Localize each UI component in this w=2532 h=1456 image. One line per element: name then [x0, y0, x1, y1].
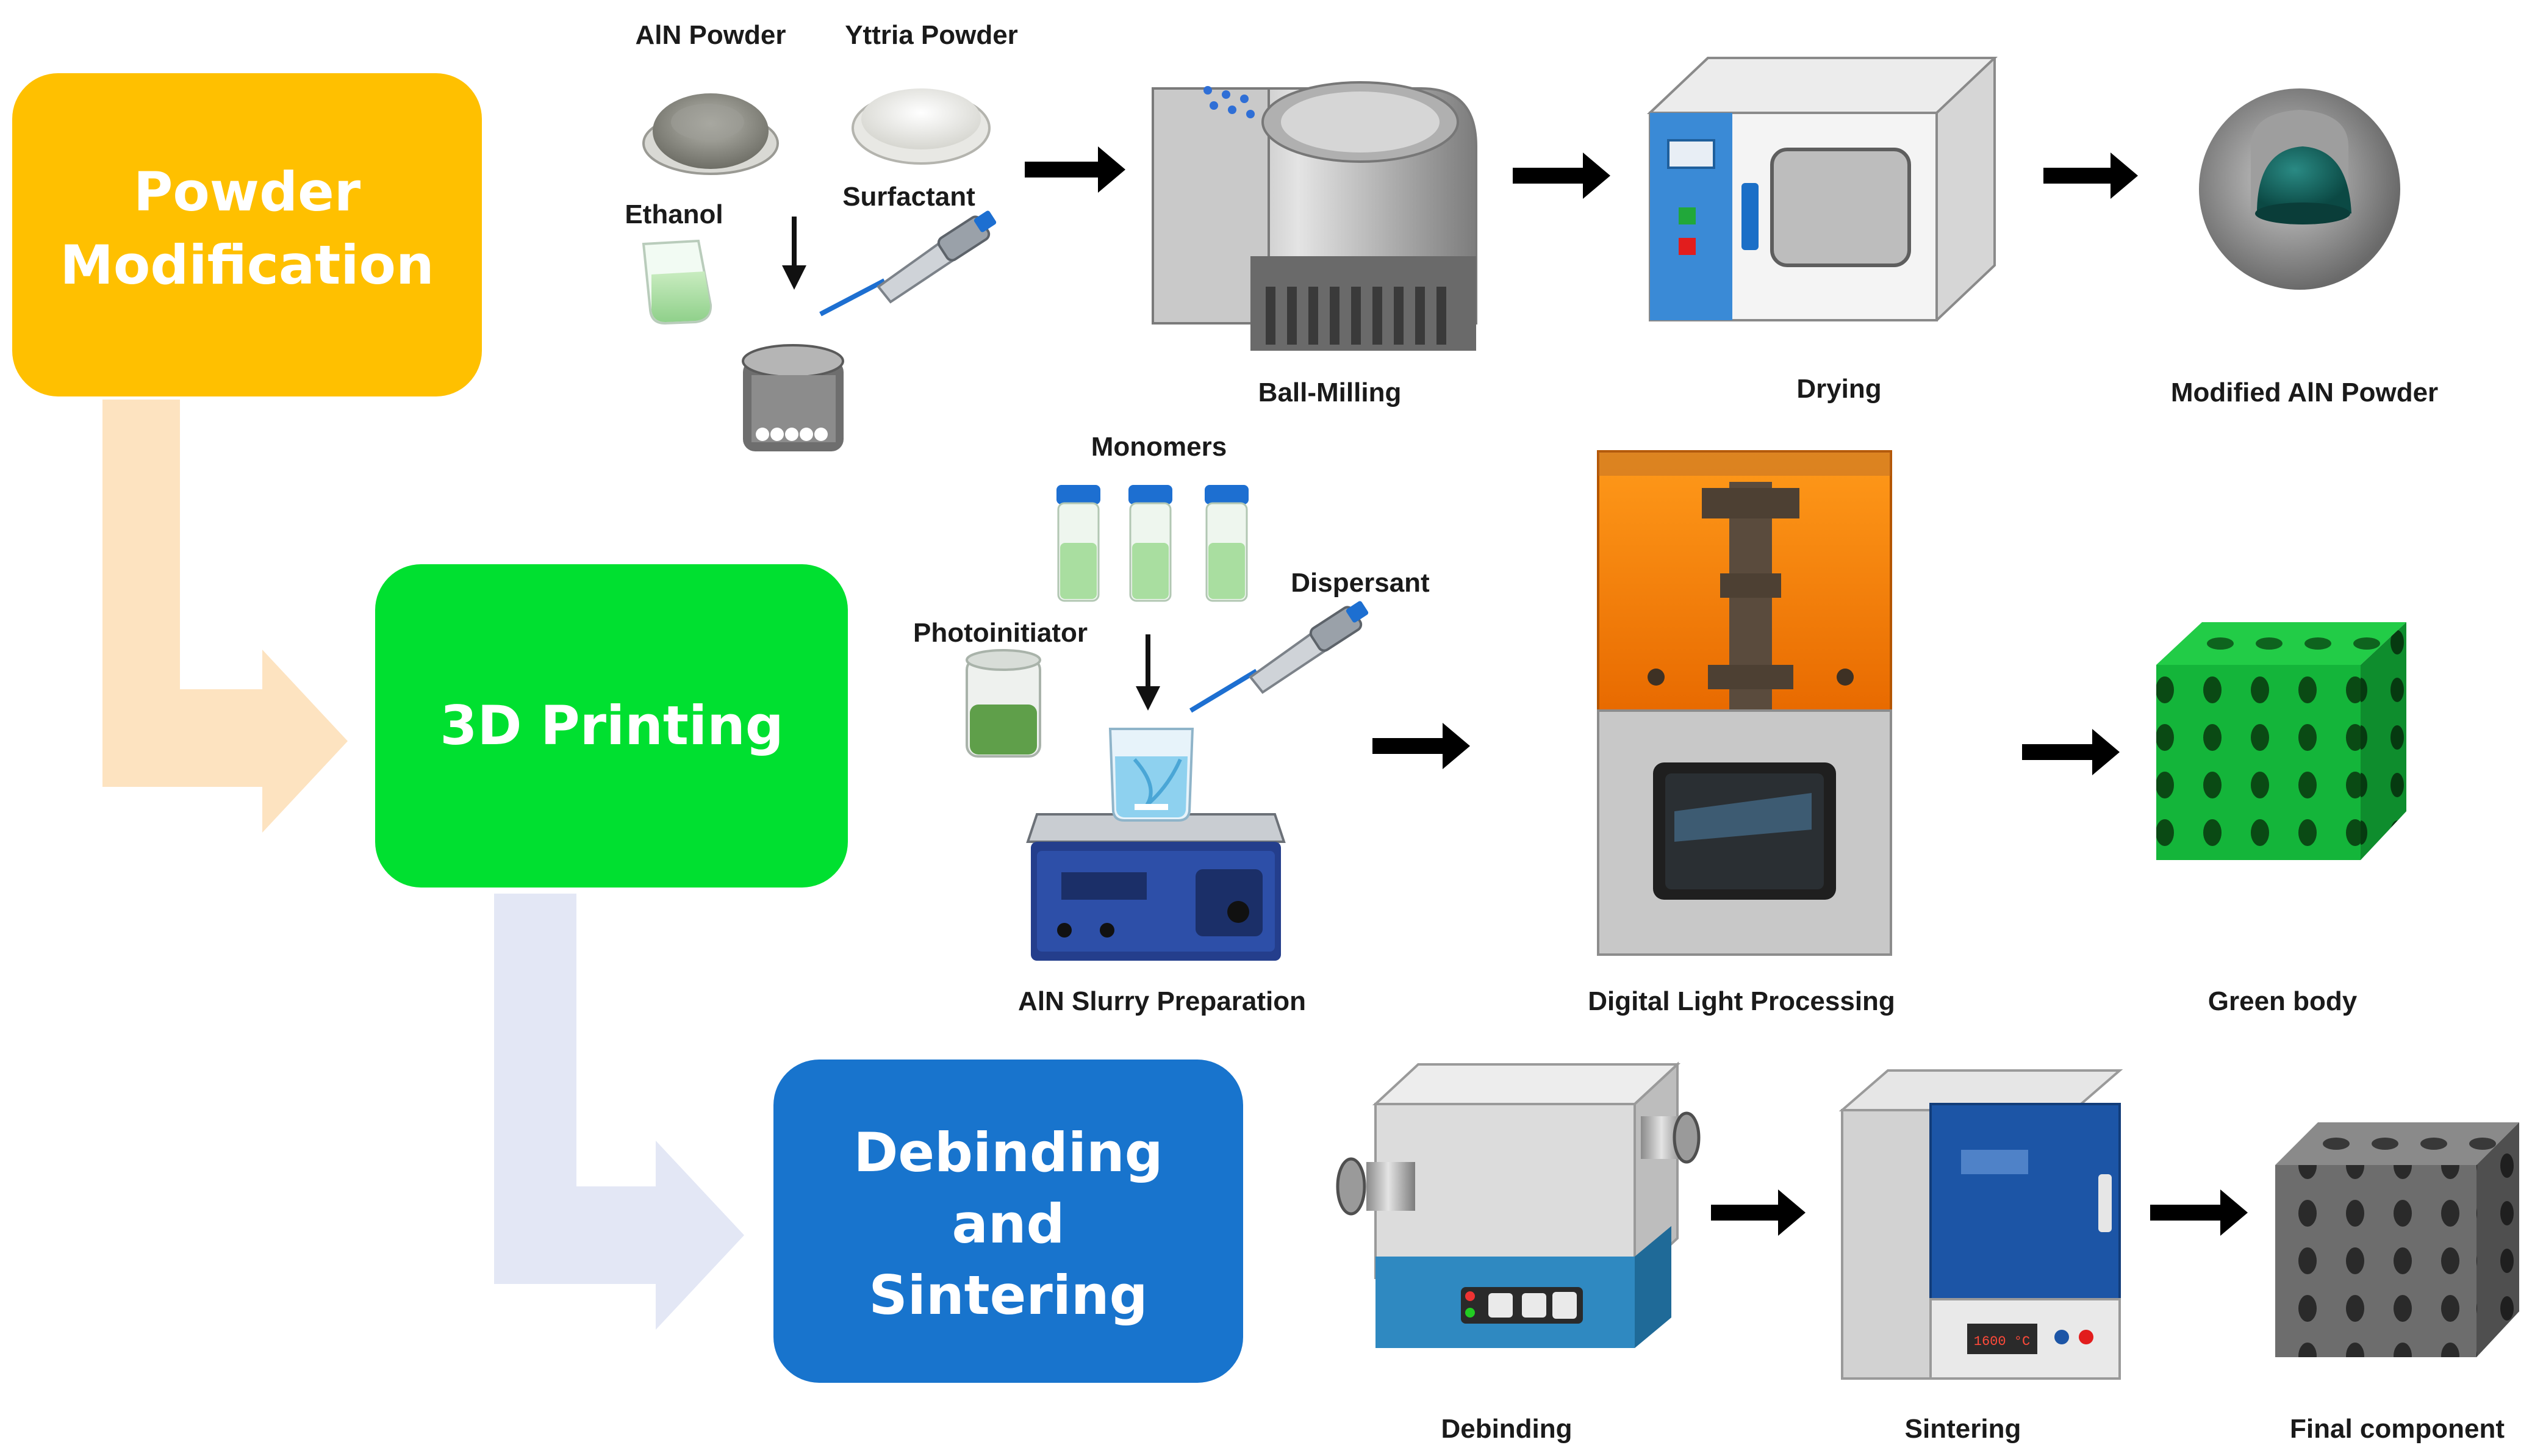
- surfactant-pipette-icon: [819, 210, 997, 317]
- stage-3d-printing: 3D Printing: [375, 564, 848, 888]
- stage-powder-modification: Powder Modification: [12, 73, 482, 396]
- final-component-lattice-icon: [2275, 1122, 2519, 1357]
- label-debinding: Debinding: [1441, 1414, 1572, 1444]
- connector-upper-arrow: [102, 400, 348, 833]
- stage-title-line1: Debinding: [853, 1121, 1163, 1184]
- furnace-temperature-display: 1600 °C: [1974, 1334, 2030, 1349]
- stage-title-line2: and: [952, 1192, 1064, 1255]
- label-modified-aln: Modified AlN Powder: [2171, 378, 2438, 407]
- label-drying: Drying: [1796, 374, 1881, 404]
- milling-jar-icon: [742, 344, 844, 451]
- green-body-lattice-icon: [2156, 622, 2406, 860]
- right-arrow-icon: [1025, 146, 1125, 193]
- label-yttria-powder: Yttria Powder: [845, 20, 1018, 50]
- right-arrow-icon: [2022, 729, 2120, 775]
- right-arrow-icon: [2043, 152, 2138, 199]
- yttria-powder-dish-icon: [852, 88, 991, 165]
- dlp-printer-icon: [1597, 450, 1892, 956]
- connector-lower-arrow: [494, 894, 744, 1330]
- ethanol-beaker-icon: [642, 239, 712, 325]
- dispersant-pipette-icon: [1189, 601, 1369, 713]
- right-arrow-icon: [1513, 152, 1610, 199]
- connector-powder-to-printing: [102, 400, 348, 833]
- down-arrow-icon: [782, 217, 806, 290]
- label-monomers: Monomers: [1091, 432, 1227, 462]
- stage-debinding-sintering: Debinding and Sintering: [773, 1060, 1243, 1383]
- stage-title-line1: Powder: [134, 160, 361, 223]
- right-arrow-icon: [1372, 723, 1470, 769]
- label-slurry-prep: AlN Slurry Preparation: [1018, 986, 1306, 1016]
- label-dlp: Digital Light Processing: [1588, 986, 1895, 1016]
- monomer-vials-icon: [1056, 485, 1249, 602]
- label-surfactant: Surfactant: [842, 182, 975, 212]
- stage-title-line2: Modification: [60, 234, 434, 296]
- label-aln-powder: AlN Powder: [636, 20, 786, 50]
- connector-printing-to-sintering: [494, 894, 744, 1330]
- stage-title-line1: 3D Printing: [440, 694, 784, 757]
- right-arrow-icon: [1711, 1189, 1806, 1236]
- stage-title-line3: Sintering: [869, 1264, 1147, 1327]
- stage-box: [12, 73, 482, 396]
- magnetic-stirrer-icon: [1026, 728, 1286, 961]
- label-ball-milling: Ball-Milling: [1258, 378, 1402, 407]
- right-arrow-icon: [2150, 1189, 2248, 1236]
- modified-powder-sphere-icon: [2199, 88, 2400, 290]
- photoinitiator-jar-icon: [966, 649, 1041, 758]
- box-furnace-icon: 1600 °C: [1838, 1069, 2123, 1380]
- label-photoinitiator: Photoinitiator: [913, 618, 1088, 648]
- tube-furnace-icon: [1336, 1061, 1701, 1348]
- drying-oven-icon: [1646, 57, 1998, 321]
- down-arrow-icon: [1136, 634, 1160, 711]
- aln-powder-dish-icon: [642, 93, 779, 175]
- stage-box: [773, 1060, 1243, 1383]
- label-sintering: Sintering: [1905, 1414, 2021, 1444]
- label-ethanol: Ethanol: [625, 199, 723, 229]
- stage-box: [375, 564, 848, 888]
- label-dispersant: Dispersant: [1291, 568, 1430, 598]
- label-final-component: Final component: [2290, 1414, 2505, 1444]
- label-green-body: Green body: [2208, 986, 2358, 1016]
- ball-mill-icon: [1152, 81, 1477, 351]
